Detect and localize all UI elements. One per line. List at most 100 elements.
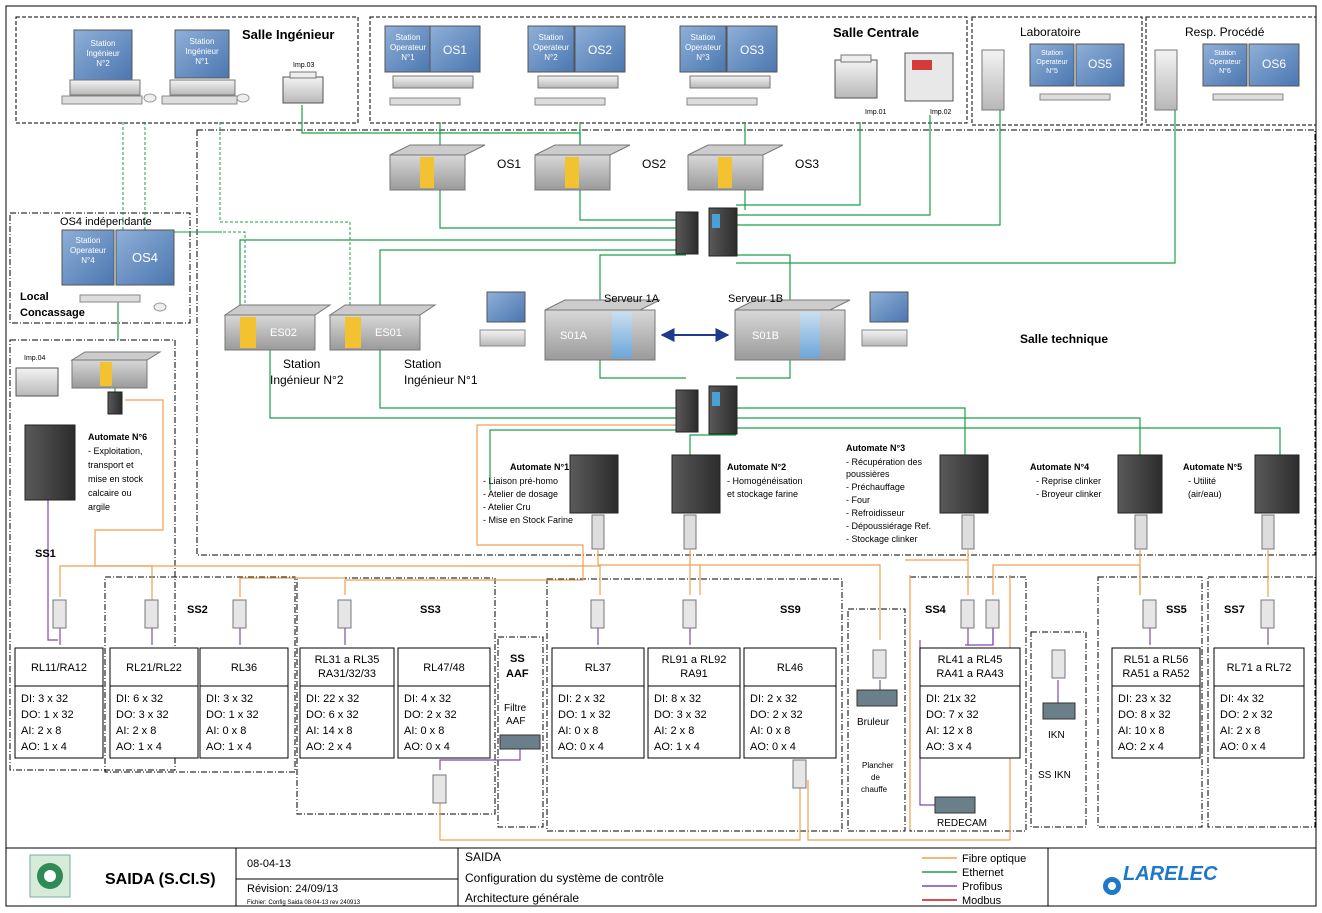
ss5-zone xyxy=(1097,576,1203,828)
rack-io-line: DI: 2 x 32 xyxy=(750,693,797,705)
server-s01a[interactable]: S01A Serveur 1A xyxy=(544,293,661,361)
legend-label: Ethernet xyxy=(962,867,1004,879)
server-os2[interactable]: OS2 xyxy=(534,144,666,191)
rack-name: RA41 a RA43 xyxy=(936,668,1003,680)
laboratoire-label: Laboratoire xyxy=(1020,25,1081,39)
rack-header xyxy=(743,647,837,687)
ss5-label: SS5 xyxy=(1166,604,1187,616)
doc-date: 08-04-13 xyxy=(247,858,291,870)
sta-ing2-b: Ingénieur N°2 xyxy=(270,373,344,387)
plc-2[interactable]: Automate N°2 - Homogénéisation et stocka… xyxy=(671,454,803,550)
plc3-line5: - Refroidisseur xyxy=(846,508,905,518)
switch-bottom[interactable] xyxy=(675,385,738,435)
switch-top[interactable] xyxy=(675,207,738,257)
rack-header xyxy=(1213,647,1305,687)
rack-io-line: AO: 1 x 4 xyxy=(21,741,67,753)
ss-aaf-zone xyxy=(497,636,544,828)
rack-name: RL46 xyxy=(777,662,803,674)
plc-3[interactable]: Automate N°3 - Récupération des poussièr… xyxy=(846,443,989,550)
saida-logo xyxy=(29,854,71,898)
rack-io-box xyxy=(199,685,289,759)
plc1-line1: - Liaison pré-homo xyxy=(483,476,558,486)
station-ing1-line1: Station xyxy=(190,37,215,46)
plc-6[interactable]: Automate N°6 - Exploitation, transport e… xyxy=(24,424,147,512)
plc-5[interactable]: Automate N°5 - Utilité (air/eau) xyxy=(1183,454,1300,550)
op2-line2: Operateur xyxy=(533,43,569,52)
rack-io-line: DO: 3 x 32 xyxy=(654,709,707,721)
rack-name: RL21/RL22 xyxy=(126,662,182,674)
printer-imp04[interactable]: Imp.04 xyxy=(15,355,59,397)
server-os1[interactable]: OS1 xyxy=(389,144,521,191)
os4-screen-label: OS4 xyxy=(132,250,158,265)
rack-io-line: AO: 1 x 4 xyxy=(116,741,162,753)
station-op1[interactable]: Station Operateur N°1 OS1 xyxy=(384,25,481,106)
bruleur-label: Bruleur xyxy=(857,717,890,728)
concassage-label: Concassage xyxy=(20,307,85,319)
rack-io-line: DO: 1 x 32 xyxy=(21,709,74,721)
rack-name: RL11/RA12 xyxy=(31,662,87,674)
plc3-line7: - Stockage clinker xyxy=(846,534,918,544)
rack-io-line: DO: 1 x 32 xyxy=(558,709,611,721)
doc-title2: Configuration du système de contrôle xyxy=(465,871,664,885)
station-ing2-line2: Ingénieur xyxy=(86,49,120,58)
plc-4[interactable]: Automate N°4 - Reprise clinker - Broyeur… xyxy=(1030,454,1163,550)
rack-io-line: AI: 0 x 8 xyxy=(206,725,246,737)
server-os4[interactable] xyxy=(70,351,162,389)
printer-imp03[interactable]: Imp.03 xyxy=(282,62,324,104)
ss3-zone xyxy=(296,577,496,815)
rack-io-line: AI: 2 x 8 xyxy=(21,725,61,737)
doc-file: Fichier: Config Saida 08-04-13 rev 24091… xyxy=(247,900,361,906)
op5-line1: Station xyxy=(1041,50,1063,57)
station-ing1[interactable]: Station Ingénieur N°1 xyxy=(161,29,250,105)
es01-label: ES01 xyxy=(375,327,402,339)
plc3-line3: - Préchauffage xyxy=(846,482,905,492)
rack-io-line: DO: 6 x 32 xyxy=(306,709,359,721)
imp02-label: Imp.02 xyxy=(930,109,952,116)
plc3-line2: poussières xyxy=(846,469,890,479)
rack-header xyxy=(14,647,104,687)
station-ing2[interactable]: Station Ingénieur N°2 xyxy=(61,29,157,105)
station-op4[interactable]: Station Operateur N°4 OS4 xyxy=(61,229,175,312)
filtre-label2: AAF xyxy=(506,716,525,727)
plancher-line3: chauffe xyxy=(861,785,888,794)
os2-screen-label: OS2 xyxy=(588,43,612,57)
rack-name: RA91 xyxy=(680,668,708,680)
rack-io-line: DI: 2 x 32 xyxy=(558,693,605,705)
station-op6[interactable]: Station Operateur N°6 OS6 xyxy=(1154,43,1300,111)
rack-io-line: AO: 0 x 4 xyxy=(404,741,450,753)
server-s01b[interactable]: S01B Serveur 1B xyxy=(728,293,851,361)
station-op5[interactable]: Station Operateur N°5 OS5 xyxy=(981,43,1125,111)
plc-1[interactable]: Automate N°1 - Liaison pré-homo - Atelie… xyxy=(483,454,619,550)
plc4-title: Automate N°4 xyxy=(1030,462,1089,472)
server-os3[interactable]: OS3 xyxy=(687,144,819,191)
ss-ikn-label: SS IKN xyxy=(1038,770,1071,781)
printer-imp02[interactable]: Imp.02 xyxy=(904,52,954,116)
printer-imp01[interactable]: Imp.01 xyxy=(834,54,887,116)
rack-header xyxy=(1111,647,1201,687)
rack-io-line: DI: 22 x 32 xyxy=(306,693,359,705)
station-op2[interactable]: Station Operateur N°2 OS2 xyxy=(527,25,626,106)
salle-ingenieur-zone xyxy=(15,16,359,124)
op3-line2: Operateur xyxy=(685,43,721,52)
ss7-label: SS7 xyxy=(1224,604,1245,616)
ss4-label: SS4 xyxy=(925,604,947,616)
filtre-label1: Filtre xyxy=(504,703,527,714)
ssaaf-label1: SS xyxy=(510,653,525,665)
server-es01[interactable]: ES01 xyxy=(328,304,437,351)
rack-io-line: DI: 3 x 32 xyxy=(21,693,68,705)
rack-io-line: DO: 7 x 32 xyxy=(926,709,979,721)
server-es02[interactable]: ES02 xyxy=(223,304,332,351)
salle-centrale-zone xyxy=(369,16,968,124)
station-ing2-line3: N°2 xyxy=(96,59,110,68)
rack-name: RL36 xyxy=(231,662,257,674)
rack-header xyxy=(299,647,395,687)
rack-io-box xyxy=(1213,685,1305,759)
op2-line3: N°2 xyxy=(544,53,558,62)
station-op3[interactable]: Station Operateur N°3 OS3 xyxy=(679,25,778,106)
ss7-zone xyxy=(1207,576,1316,828)
sta-ing1-b: Ingénieur N°1 xyxy=(404,373,478,387)
